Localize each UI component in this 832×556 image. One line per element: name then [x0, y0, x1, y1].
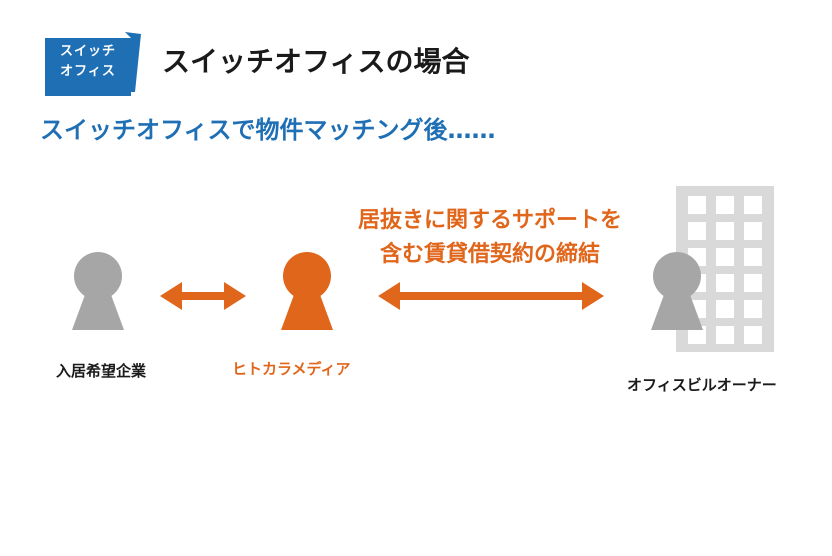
support-line-1: 居抜きに関するサポートを [357, 208, 622, 233]
badge-shape [45, 32, 141, 96]
badge-line-1: スイッチ [59, 44, 116, 59]
page-subtitle: スイッチオフィスで物件マッチング後…… [40, 116, 496, 144]
tenant-label: 入居希望企業 [56, 362, 147, 380]
hito-label: ヒトカラメディア [232, 360, 351, 378]
hito-person-icon [281, 252, 333, 330]
arrow-hito-owner [378, 282, 604, 310]
tenant-person-icon [72, 252, 124, 330]
support-line-2: 含む賃貸借契約の締結 [379, 242, 600, 267]
owner-label: オフィスビルオーナー [627, 376, 777, 394]
owner-person-icon [651, 252, 703, 330]
support-description: 居抜きに関するサポートを 含む賃貸借契約の締結 [335, 204, 645, 272]
page-title: スイッチオフィスの場合 [162, 45, 470, 78]
switch-office-badge: スイッチ オフィス [45, 32, 141, 96]
badge-text: スイッチ オフィス [45, 42, 131, 82]
arrow-tenant-hito [160, 282, 246, 310]
badge-line-2: オフィス [60, 64, 116, 79]
